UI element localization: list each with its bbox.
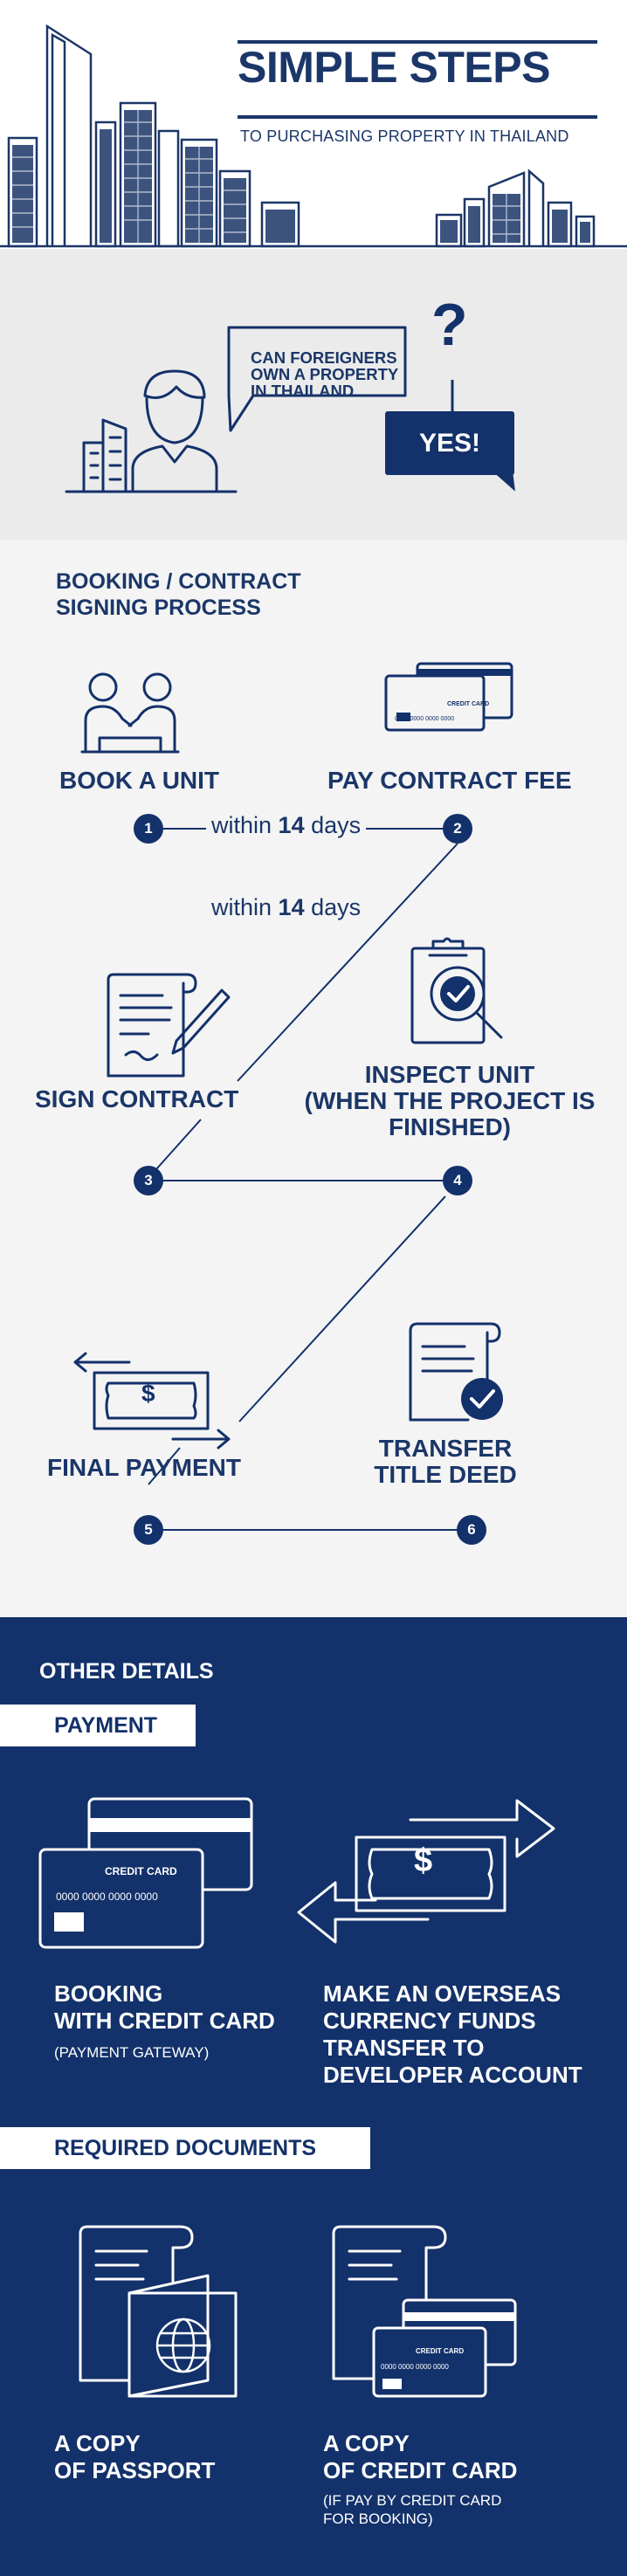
within-14-days-label-2: within 14 days [206, 894, 366, 921]
within-prefix: within [211, 812, 272, 838]
details-card-number-text: 0000 0000 0000 0000 [56, 1891, 158, 1903]
step-dollar-sign: $ [141, 1380, 155, 1407]
within-days-number: 14 [278, 894, 305, 920]
step-4-label: INSPECT UNIT (WHEN THE PROJECT IS FINISH… [304, 1061, 596, 1140]
document-card-number-text: 0000 0000 0000 0000 [381, 2363, 449, 2371]
payment-tag: PAYMENT [0, 1705, 196, 1746]
credit-card-stack-icon [38, 1797, 253, 1949]
step-3-number: 3 [134, 1166, 163, 1195]
sign-contract-icon [107, 973, 231, 1078]
booking-credit-card-note: (PAYMENT GATEWAY) [54, 2044, 210, 2061]
step-1-number: 1 [134, 814, 163, 844]
within-suffix: days [311, 812, 362, 838]
details-dollar-sign: $ [414, 1842, 433, 1879]
required-documents-tag: REQUIRED DOCUMENTS [0, 2127, 370, 2169]
yes-answer-box: YES! [385, 411, 514, 475]
other-details-section [0, 1617, 627, 2576]
credit-card-document-icon [332, 2225, 517, 2398]
step-5-number: 5 [134, 1515, 163, 1545]
overseas-transfer-label: MAKE AN OVERSEAS CURRENCY FUNDS TRANSFER… [323, 1980, 582, 2088]
city-skyline-illustration [0, 24, 627, 248]
title-bottom-rule [238, 115, 597, 119]
details-card-brand-text: CREDIT CARD [105, 1865, 177, 1877]
booking-credit-card-label: BOOKING WITH CREDIT CARD [54, 1980, 275, 2034]
foreigner-question-text: CAN FOREIGNERS OWN A PROPERTY IN THAILAN… [251, 348, 399, 400]
step-5-label: FINAL PAYMENT [47, 1454, 241, 1481]
within-days-number: 14 [278, 812, 305, 838]
title-top-rule [238, 40, 597, 44]
step-2-label: PAY CONTRACT FEE [327, 767, 572, 794]
step-1-label: BOOK A UNIT [59, 767, 220, 794]
other-details-title: OTHER DETAILS [39, 1659, 214, 1684]
step-6-number: 6 [457, 1515, 486, 1545]
booking-process-section [0, 540, 627, 1617]
copy-of-passport-label: A COPY OF PASSPORT [54, 2430, 216, 2483]
document-card-brand-text: CREDIT CARD [416, 2347, 465, 2355]
question-mark-icon: ? [431, 292, 468, 358]
meeting-people-icon [80, 672, 180, 754]
credit-cards-icon [384, 662, 513, 732]
copy-of-credit-card-label: A COPY OF CREDIT CARD [323, 2430, 518, 2483]
title-deed-icon [409, 1322, 503, 1422]
page-subtitle: TO PURCHASING PROPERTY IN THAILAND [240, 127, 569, 145]
booking-process-title: BOOKING / CONTRACT SIGNING PROCESS [56, 569, 301, 620]
header-section: SIMPLE STEPS TO PURCHASING PROPERTY IN T… [0, 0, 627, 249]
currency-transfer-icon [297, 1799, 555, 1944]
passport-document-icon [79, 2225, 238, 2398]
within-14-days-label-1: within 14 days [206, 812, 367, 839]
within-prefix: within [211, 894, 272, 920]
person-with-buildings-illustration [65, 326, 515, 493]
step-card-number-text: 0000 0000 0000 0000 [395, 716, 455, 722]
copy-of-credit-card-note: (IF PAY BY CREDIT CARD FOR BOOKING) [323, 2492, 502, 2527]
step-4-number: 4 [443, 1166, 472, 1195]
step-6-label: TRANSFER TITLE DEED [374, 1435, 517, 1488]
within-suffix: days [311, 894, 362, 920]
inspection-clipboard-icon [410, 937, 503, 1044]
page-title: SIMPLE STEPS [238, 43, 550, 92]
money-transfer-icon [73, 1352, 231, 1450]
step-2-number: 2 [443, 814, 472, 844]
step-card-brand-text: CREDIT CARD [447, 701, 490, 707]
step-3-label: SIGN CONTRACT [35, 1085, 239, 1112]
